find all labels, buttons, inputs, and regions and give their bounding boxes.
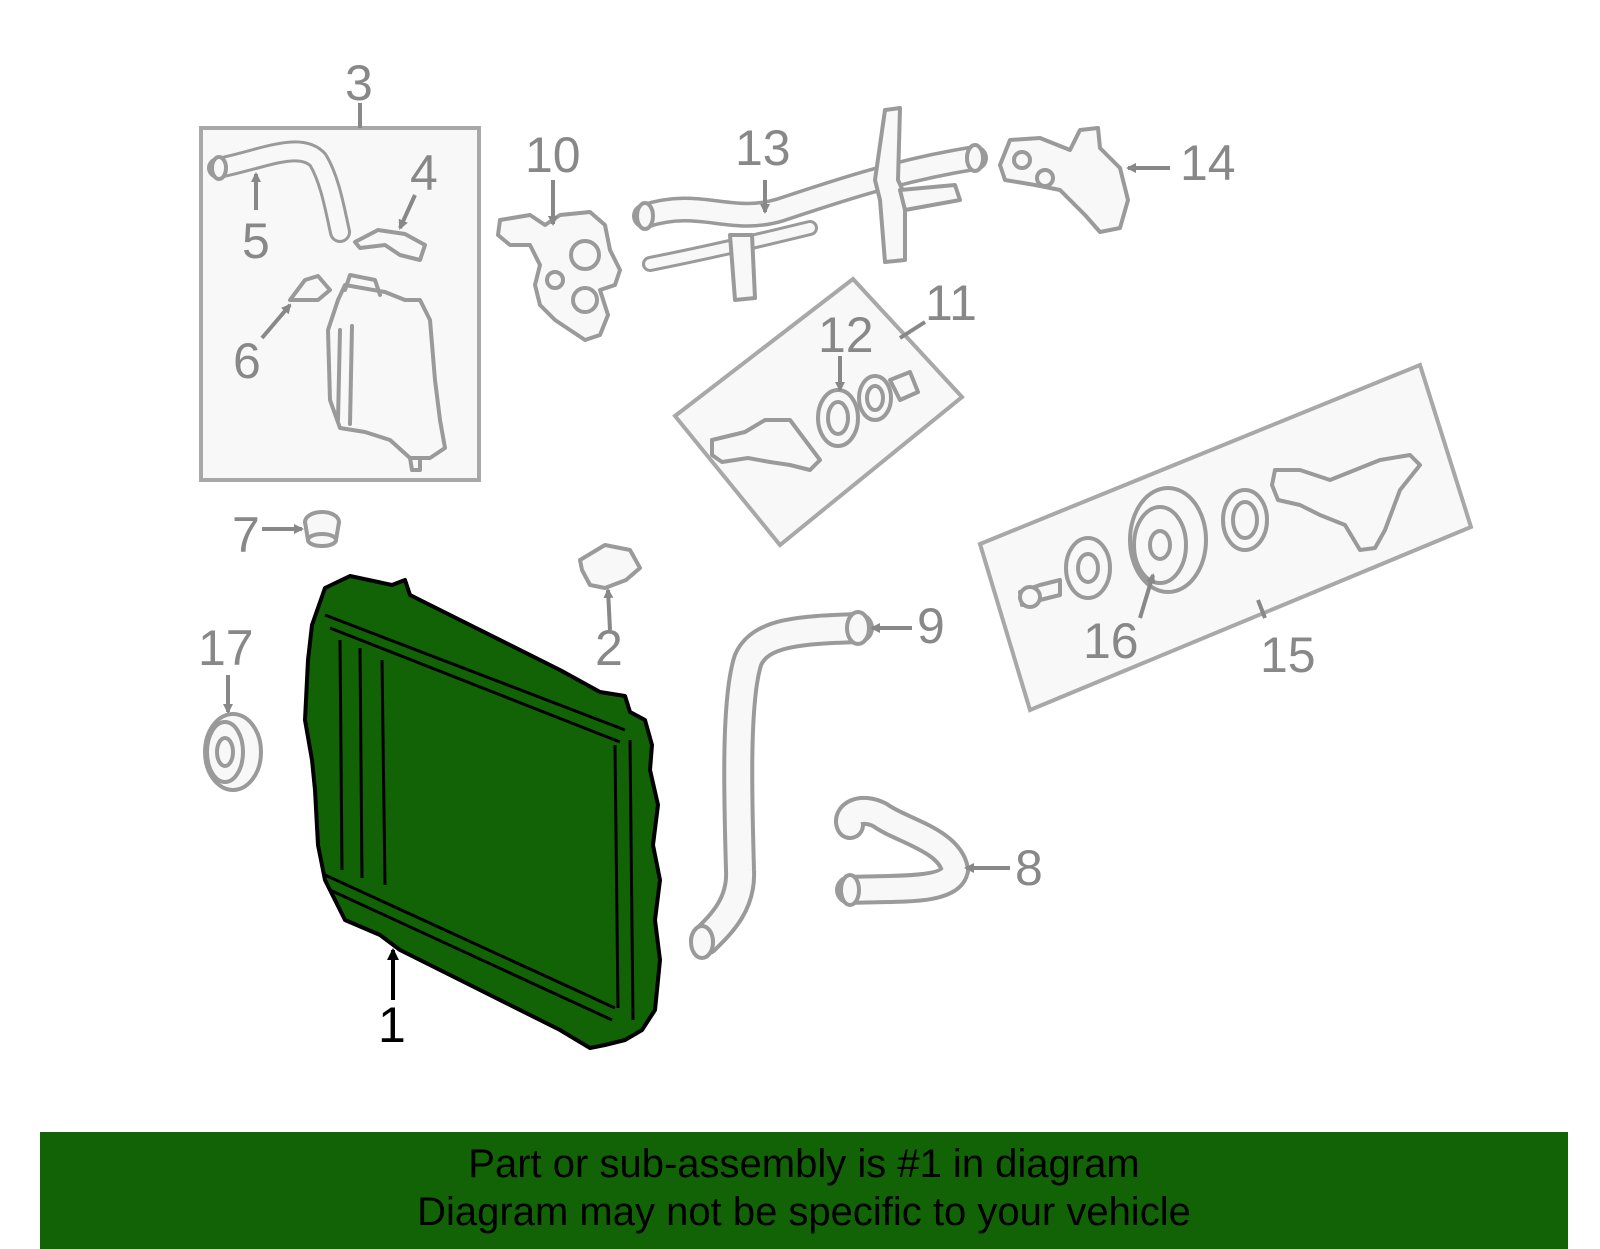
- callout-6: 6: [233, 333, 261, 389]
- part-10-housing: [496, 180, 622, 342]
- callout-13: 13: [735, 120, 791, 176]
- part-13-pipe: [632, 106, 988, 302]
- part-14-outlet: [998, 126, 1170, 234]
- banner-line-1: Part or sub-assembly is #1 in diagram: [468, 1142, 1140, 1186]
- pulley-assembly-box: [977, 362, 1474, 713]
- callout-3: 3: [345, 55, 373, 111]
- callout-4: 4: [410, 145, 438, 201]
- radiator-body: [303, 574, 662, 1050]
- callout-2: 2: [595, 620, 623, 676]
- part-1-radiator: [303, 574, 662, 1050]
- part-9-hose: [689, 610, 912, 960]
- banner-line-2: Diagram may not be specific to your vehi…: [417, 1190, 1191, 1234]
- callout-16: 16: [1083, 613, 1139, 669]
- callout-11: 11: [925, 275, 977, 331]
- callout-17: 17: [198, 620, 254, 676]
- callout-15: 15: [1260, 627, 1316, 683]
- callout-1: 1: [378, 997, 406, 1053]
- callout-14: 14: [1180, 135, 1236, 191]
- part-8-hose: [834, 795, 1010, 907]
- callout-5: 5: [242, 213, 270, 269]
- part-17-seal: [203, 675, 263, 792]
- thermostat-assembly-box: [672, 276, 965, 548]
- part-2-radiator-cap: [578, 543, 642, 631]
- reservoir-assembly-box: [199, 103, 481, 482]
- callout-9: 9: [917, 598, 945, 654]
- callout-8: 8: [1015, 840, 1043, 896]
- bracket-4-shape: [353, 228, 427, 262]
- callout-7: 7: [232, 507, 260, 563]
- callout-12: 12: [818, 307, 874, 363]
- clip-6-shape: [288, 274, 332, 302]
- info-banner: Part or sub-assembly is #1 in diagram Di…: [40, 1132, 1568, 1249]
- part-7-cap: [262, 510, 341, 548]
- callout-10: 10: [525, 127, 581, 183]
